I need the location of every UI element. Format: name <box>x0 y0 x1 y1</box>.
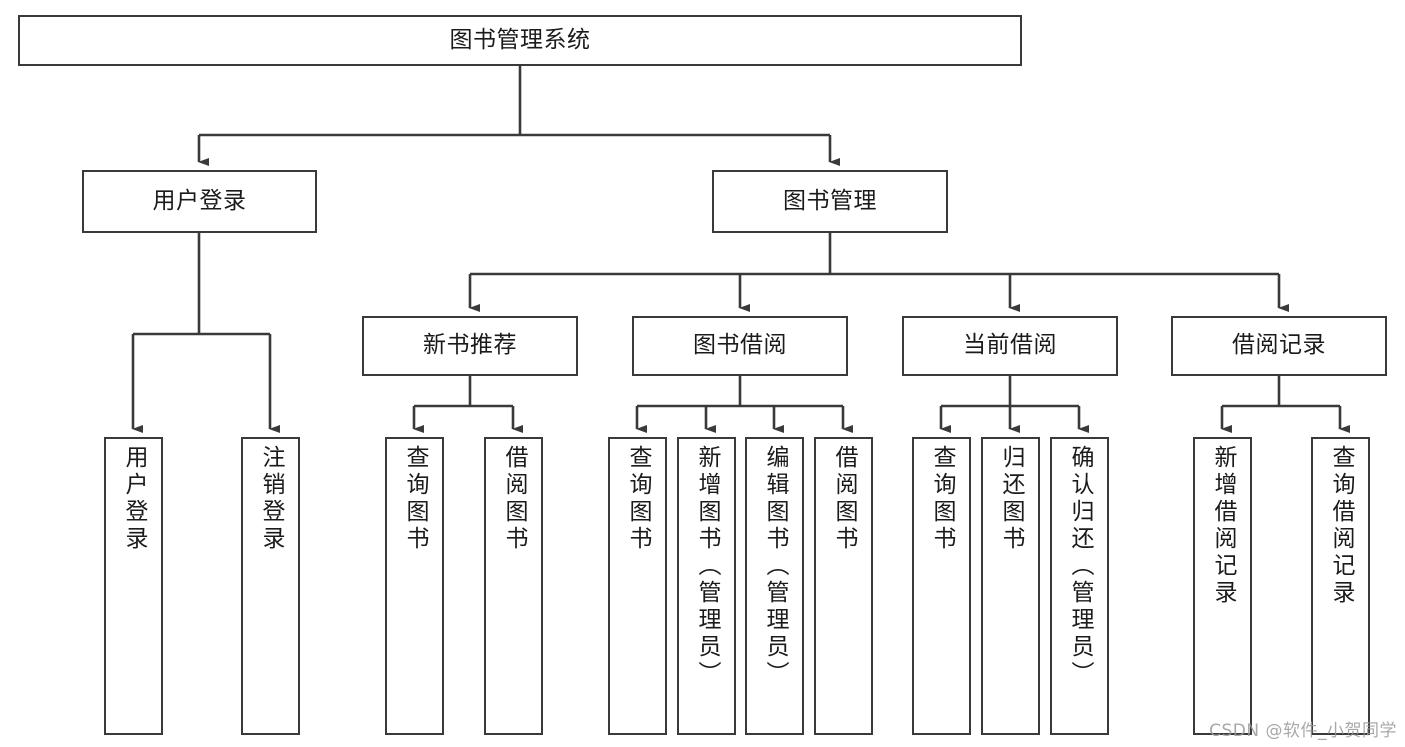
node-label: 借阅记录 <box>1232 332 1326 359</box>
node-label: 查询图书 <box>625 445 651 553</box>
node-current-borrow[interactable]: 当前借阅 <box>902 316 1118 376</box>
node-borrow-record[interactable]: 借阅记录 <box>1171 316 1387 376</box>
node-label: 当前借阅 <box>963 332 1057 359</box>
node-label: 借阅图书 <box>831 445 857 553</box>
node-label: 确认归还（管理员） <box>1067 445 1093 688</box>
node-label: 借阅图书 <box>501 445 527 553</box>
leaf-new-book-query-book[interactable]: 查询图书 <box>385 437 444 735</box>
node-label: 新增图书（管理员） <box>694 445 720 688</box>
node-label: 用户登录 <box>121 445 147 553</box>
node-label: 图书管理 <box>783 187 877 214</box>
leaf-current-borrow-query-book[interactable]: 查询图书 <box>912 437 971 735</box>
leaf-new-book-borrow-book[interactable]: 借阅图书 <box>484 437 543 735</box>
node-label: 图书借阅 <box>693 332 787 359</box>
leaf-borrow-record-query-record[interactable]: 查询借阅记录 <box>1311 437 1370 735</box>
leaf-book-borrow-add-book-admin[interactable]: 新增图书（管理员） <box>677 437 736 735</box>
csdn-watermark: CSDN @软件_小贺同学 <box>1209 721 1397 741</box>
leaf-user-login-signin[interactable]: 用户登录 <box>104 437 163 735</box>
node-new-book-recommend[interactable]: 新书推荐 <box>362 316 578 376</box>
node-label: 新增借阅记录 <box>1210 445 1236 607</box>
node-label: 注销登录 <box>258 445 284 553</box>
node-label: 归还图书 <box>998 445 1024 553</box>
leaf-book-borrow-borrow-book[interactable]: 借阅图书 <box>814 437 873 735</box>
leaf-book-borrow-query-book[interactable]: 查询图书 <box>608 437 667 735</box>
node-label: 新书推荐 <box>423 332 517 359</box>
node-label: 图书管理系统 <box>449 26 591 53</box>
node-book-management[interactable]: 图书管理 <box>712 170 948 233</box>
node-label: 查询借阅记录 <box>1328 445 1354 607</box>
leaf-user-login-signout[interactable]: 注销登录 <box>241 437 300 735</box>
node-label: 查询图书 <box>402 445 428 553</box>
leaf-borrow-record-add-record[interactable]: 新增借阅记录 <box>1193 437 1252 735</box>
node-user-login[interactable]: 用户登录 <box>82 170 317 233</box>
leaf-book-borrow-edit-book-admin[interactable]: 编辑图书（管理员） <box>745 437 804 735</box>
leaf-current-borrow-return-book[interactable]: 归还图书 <box>981 437 1040 735</box>
node-book-borrow[interactable]: 图书借阅 <box>632 316 848 376</box>
node-label: 用户登录 <box>152 187 247 214</box>
node-root-library-system[interactable]: 图书管理系统 <box>18 15 1022 66</box>
node-label: 查询图书 <box>929 445 955 553</box>
node-label: 编辑图书（管理员） <box>762 445 788 688</box>
leaf-current-borrow-confirm-return-admin[interactable]: 确认归还（管理员） <box>1050 437 1109 735</box>
